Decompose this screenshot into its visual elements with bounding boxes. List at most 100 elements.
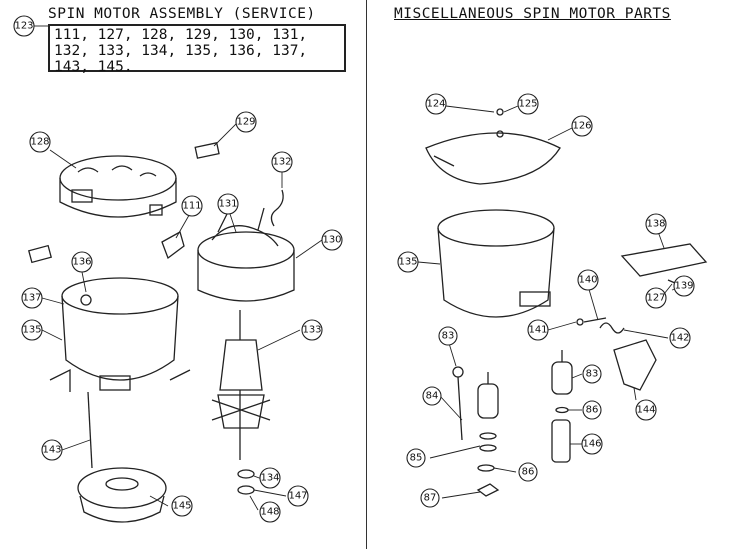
- callout-circle: [259, 501, 281, 523]
- callout-label: 142: [670, 333, 689, 344]
- motor-housing-right: [437, 209, 555, 318]
- callout-label: 85: [410, 453, 423, 464]
- callout-circle: [259, 467, 281, 489]
- callout-label: 83: [442, 331, 455, 342]
- small-plate: [194, 142, 220, 159]
- callout-label: 127: [646, 293, 665, 304]
- clip: [161, 231, 185, 260]
- callout-label: 86: [586, 405, 599, 416]
- callout-label: 139: [674, 281, 693, 292]
- callout-circle: [287, 485, 309, 507]
- callout-circle: [425, 93, 447, 115]
- callout-label: 146: [582, 439, 601, 450]
- pin: [583, 317, 607, 323]
- washer: [237, 469, 255, 479]
- callout-label: 87: [424, 493, 437, 504]
- callout-circle: [406, 448, 426, 468]
- callout-circle: [181, 195, 203, 217]
- callout-label: 130: [322, 235, 341, 246]
- screw: [496, 108, 504, 116]
- callout-label: 135: [398, 257, 417, 268]
- parts-line-3: 143, 145.: [54, 59, 133, 75]
- callout-circle: [21, 287, 43, 309]
- parts-line-2: 132, 133, 134, 135, 136, 137,: [54, 43, 308, 59]
- callout-label: 111: [182, 201, 201, 212]
- callout-circle: [582, 400, 602, 420]
- motor-cover: [425, 130, 561, 185]
- spring: [599, 322, 625, 334]
- callout-circle: [571, 115, 593, 137]
- callout-circle: [41, 439, 63, 461]
- callout-label: 129: [236, 117, 255, 128]
- callout-circle: [582, 364, 602, 384]
- parts-line-1: 111, 127, 128, 129, 130, 131,: [54, 27, 308, 43]
- callout-circle: [13, 15, 35, 37]
- pulley: [77, 467, 167, 523]
- callout-label: 135: [22, 325, 41, 336]
- callout-circle: [518, 462, 538, 482]
- right-section-title: MISCELLANEOUS SPIN MOTOR PARTS: [394, 6, 671, 22]
- callout-circle: [635, 399, 657, 421]
- callout-label: 132: [272, 157, 291, 168]
- callout-circle: [235, 111, 257, 133]
- callout-label: 83: [586, 369, 599, 380]
- callout-circle: [527, 319, 549, 341]
- callout-label: 126: [572, 121, 591, 132]
- motor-housing-lower: [49, 277, 191, 392]
- callout-label: 133: [302, 325, 321, 336]
- small-washer: [576, 318, 584, 326]
- callout-circle: [271, 151, 293, 173]
- field-coil: [197, 207, 295, 302]
- callout-label: 136: [72, 257, 91, 268]
- nut: [476, 483, 500, 497]
- callout-label: 145: [172, 501, 191, 512]
- callout-circle: [581, 433, 603, 455]
- callout-circle: [301, 319, 323, 341]
- callout-circle: [29, 131, 51, 153]
- lead-wire: [270, 189, 284, 227]
- callout-circle: [669, 327, 691, 349]
- callout-circle: [438, 326, 458, 346]
- callout-circle: [673, 275, 695, 297]
- capacitor: [551, 350, 573, 414]
- bracket: [613, 339, 657, 391]
- callout-circle: [645, 213, 667, 235]
- capacitor: [452, 366, 499, 452]
- callout-circle: [577, 269, 599, 291]
- callout-label: 128: [30, 137, 49, 148]
- callout-label: 148: [260, 507, 279, 518]
- callout-label: 138: [646, 219, 665, 230]
- callout-label: 84: [426, 391, 439, 402]
- callout-circle: [71, 251, 93, 273]
- switch: [620, 243, 708, 277]
- motor-housing-top: [59, 155, 177, 218]
- callout-label: 86: [522, 467, 535, 478]
- small-bracket: [27, 244, 53, 264]
- shaft-rod: [87, 391, 93, 469]
- callout-label: 140: [578, 275, 597, 286]
- left-section-title: SPIN MOTOR ASSEMBLY (SERVICE): [48, 6, 316, 22]
- armature: [211, 310, 271, 460]
- callout-circle: [171, 495, 193, 517]
- callout-circle: [217, 193, 239, 215]
- washer: [477, 464, 495, 472]
- callout-label: 144: [636, 405, 655, 416]
- spacer: [551, 419, 571, 463]
- assembly-parts-list: 111, 127, 128, 129, 130, 131, 132, 133, …: [48, 24, 346, 75]
- callout-label: 123: [14, 21, 33, 32]
- callout-circle: [645, 287, 667, 309]
- callout-label: 137: [22, 293, 41, 304]
- washer: [237, 485, 255, 495]
- callout-label: 147: [288, 491, 307, 502]
- callout-label: 125: [518, 99, 537, 110]
- callout-circle: [397, 251, 419, 273]
- callout-label: 131: [218, 199, 237, 210]
- callout-circle: [517, 93, 539, 115]
- callout-label: 141: [528, 325, 547, 336]
- callout-circle: [321, 229, 343, 251]
- section-divider: [366, 0, 367, 549]
- callout-label: 124: [426, 99, 445, 110]
- callout-circle: [422, 386, 442, 406]
